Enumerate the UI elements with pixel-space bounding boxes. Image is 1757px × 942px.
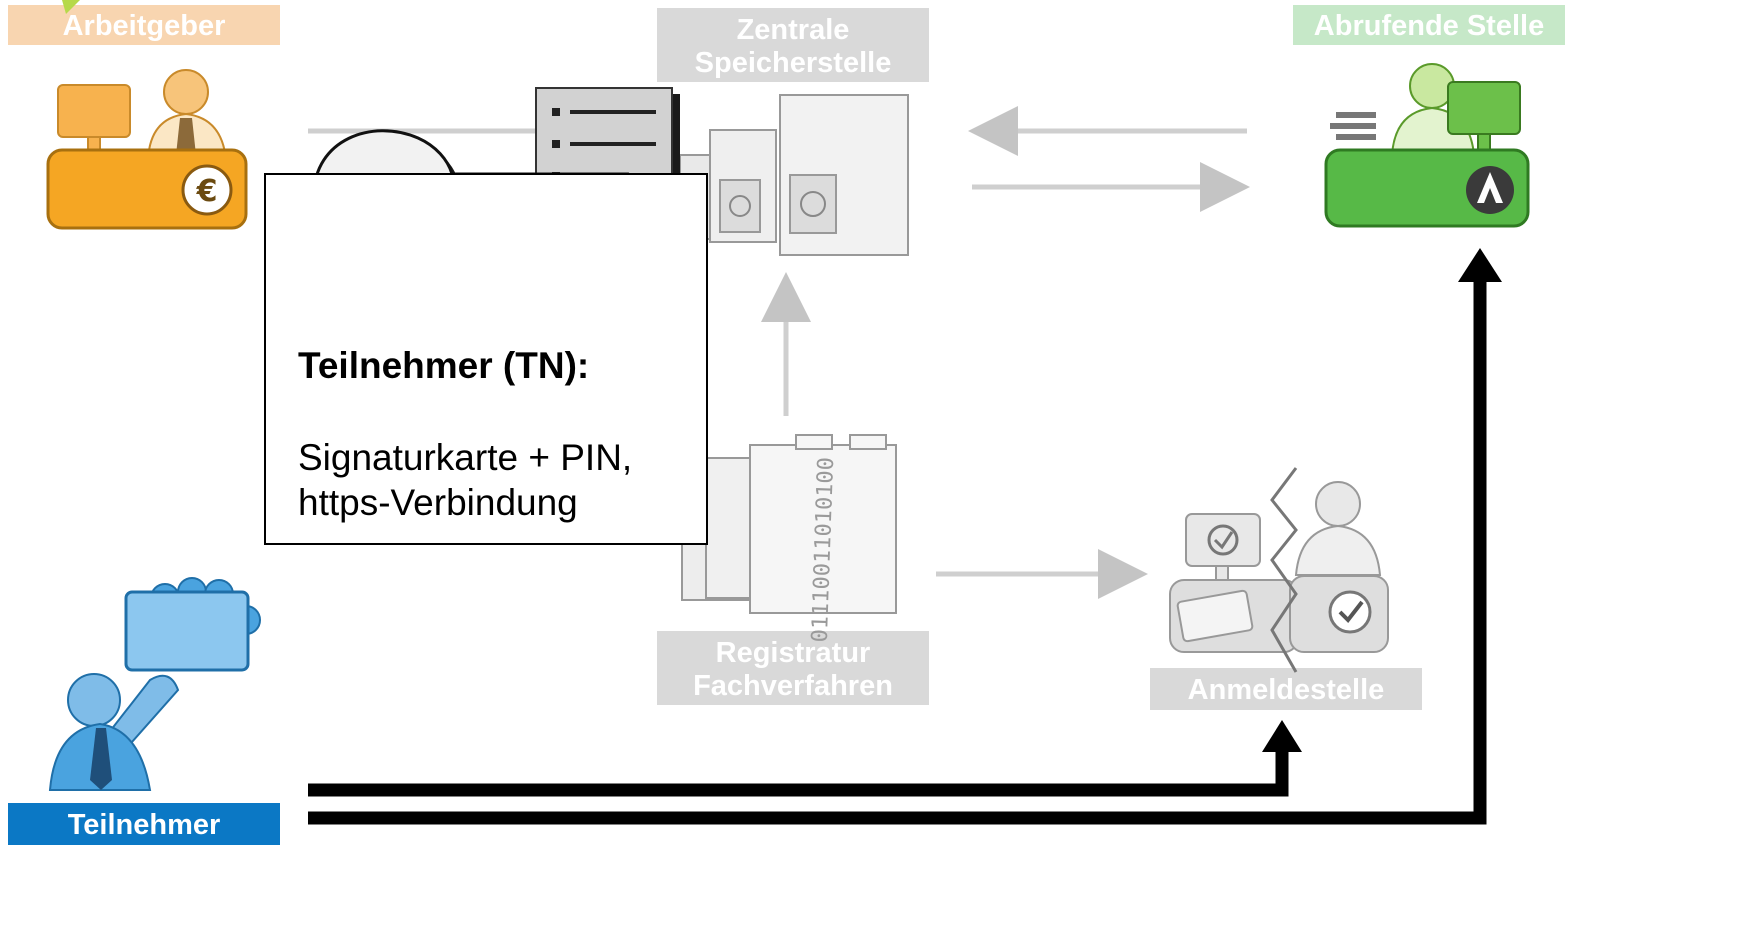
callout-heading: Teilnehmer (TN): xyxy=(298,345,590,386)
participant-card-icon xyxy=(48,577,261,791)
callout-line-signature: Signaturkarte + PIN, xyxy=(298,437,633,478)
server-vault-icon xyxy=(679,94,909,256)
arrow-teilnehmer-to-abrufende xyxy=(308,278,1487,825)
corner-accent xyxy=(62,0,80,14)
registration-office-icon xyxy=(1169,467,1389,673)
employer-desk-icon: € xyxy=(46,69,248,230)
arbeitgeber-label: Arbeitgeber xyxy=(8,5,280,45)
arrowhead-abrufende xyxy=(1458,248,1502,282)
abrufende-stelle-label: Abrufende Stelle xyxy=(1293,5,1565,45)
binary-text: 01110011010100 xyxy=(808,457,839,643)
file-register-icon: 01110011010100 xyxy=(681,434,897,643)
anmeldestelle-label: Anmeldestelle xyxy=(1150,668,1422,710)
svg-text:€: € xyxy=(196,174,218,209)
arrowhead-anmeldestelle xyxy=(1262,720,1302,752)
teilnehmer-label: Teilnehmer xyxy=(8,803,280,845)
callout-line-connection: https-Verbindung xyxy=(298,482,578,523)
agency-desk-icon xyxy=(1324,63,1530,228)
arrow-teilnehmer-to-anmeldestelle xyxy=(308,748,1289,797)
participant-callout: Teilnehmer (TN): Signaturkarte + PIN, ht… xyxy=(264,173,708,545)
